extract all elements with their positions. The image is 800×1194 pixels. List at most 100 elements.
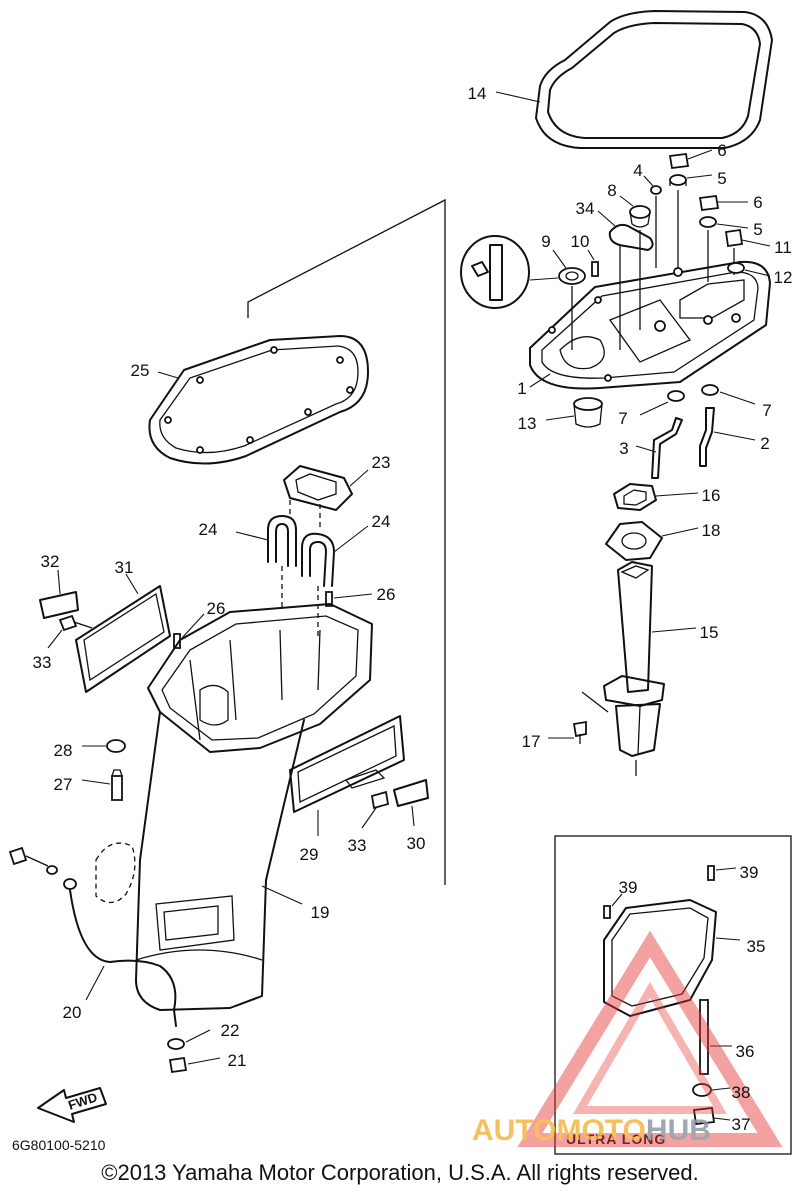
fwd-direction-arrow: FWD xyxy=(37,1087,107,1123)
callout-c39a: 39 xyxy=(740,863,759,882)
assembly-guide-24 xyxy=(281,500,321,640)
part-16-seal xyxy=(613,483,699,511)
part-15-tube xyxy=(581,561,697,776)
ultra-long-inset: ULTRA LONG xyxy=(554,835,792,1155)
part-31-cover-plate xyxy=(75,573,171,693)
callout-c1: 1 xyxy=(517,379,526,398)
callout-c10: 10 xyxy=(571,232,590,251)
part-26-dowel-right xyxy=(325,591,373,607)
callout-c2: 2 xyxy=(760,434,769,453)
callout-c20: 20 xyxy=(63,1003,82,1022)
part-34-bracket xyxy=(597,210,654,350)
part-23-bracket xyxy=(283,465,369,511)
callout-c37: 37 xyxy=(732,1115,751,1134)
callout-c30: 30 xyxy=(407,834,426,853)
inset-frame xyxy=(554,835,792,1155)
callout-c16: 16 xyxy=(702,486,721,505)
part-7-grommet-left xyxy=(639,390,685,416)
inset-label: ULTRA LONG xyxy=(566,1131,666,1147)
part-27-bolt xyxy=(81,769,123,801)
callout-c18: 18 xyxy=(702,521,721,540)
callout-c33b: 33 xyxy=(348,836,367,855)
callout-c33a: 33 xyxy=(33,653,52,672)
callout-c39b: 39 xyxy=(619,878,638,897)
callout-c29: 29 xyxy=(300,845,319,864)
callout-c12: 12 xyxy=(774,268,793,287)
divider-line-upper xyxy=(247,198,446,885)
part-38-washer xyxy=(692,1083,731,1097)
part-18-gasket xyxy=(605,521,699,561)
callout-c13: 13 xyxy=(518,414,537,433)
copyright-notice: ©2013 Yamaha Motor Corporation, U.S.A. A… xyxy=(101,1160,698,1185)
part-33-screw-left xyxy=(47,614,93,649)
part-32-label xyxy=(39,569,79,619)
part-13-grommet xyxy=(545,397,603,428)
part-37-nut xyxy=(692,1107,731,1125)
callout-c21: 21 xyxy=(228,1051,247,1070)
callout-c6a: 6 xyxy=(717,141,726,160)
part-33-screw-right xyxy=(344,769,390,829)
callout-c11: 11 xyxy=(774,238,792,257)
callout-c31: 31 xyxy=(115,558,134,577)
callout-c35: 35 xyxy=(747,937,766,956)
callout-c24a: 24 xyxy=(199,520,218,539)
callout-c23: 23 xyxy=(372,453,391,472)
part-17-bolt xyxy=(548,720,587,744)
callout-c5a: 5 xyxy=(717,169,726,188)
part-14-gasket-ring xyxy=(495,10,773,149)
callout-c17: 17 xyxy=(522,732,541,751)
part-39-pin-left xyxy=(603,893,623,919)
part-22-washer xyxy=(167,1029,211,1050)
callout-c26b: 26 xyxy=(377,585,396,604)
part-6-nut-right xyxy=(698,194,748,212)
callout-c38: 38 xyxy=(732,1083,751,1102)
part-5-washer-upper xyxy=(669,174,713,268)
part-2-rod xyxy=(699,407,756,467)
callout-c4: 4 xyxy=(633,161,642,180)
part-9-seal xyxy=(529,249,586,350)
part-4-pin xyxy=(643,175,662,268)
callout-c6b: 6 xyxy=(753,193,762,212)
callout-c27: 27 xyxy=(54,775,73,794)
callout-c15: 15 xyxy=(700,623,719,642)
part-3-rod xyxy=(635,417,683,479)
part-29-cover-plate xyxy=(289,715,405,836)
part-24-hose-left xyxy=(235,515,297,567)
part-20-ground-lead xyxy=(8,842,177,1027)
callout-c34: 34 xyxy=(576,199,595,218)
diagram-code: 6G80100-5210 xyxy=(12,1137,106,1153)
part-5-washer-right xyxy=(699,216,749,282)
callout-c8: 8 xyxy=(607,181,616,200)
part-10-pin xyxy=(587,249,599,277)
callout-c7b: 7 xyxy=(762,401,771,420)
part-24-hose-right xyxy=(301,525,369,587)
callout-c36: 36 xyxy=(736,1042,755,1061)
part-36-stud-bolt xyxy=(699,999,732,1075)
part-19-upper-casing xyxy=(135,603,373,1011)
part-26-dowel-left xyxy=(173,613,205,649)
callout-c25: 25 xyxy=(131,361,150,380)
watermark-text: AUTOMOTOHUB xyxy=(472,1114,711,1147)
part-8-grommet xyxy=(619,195,651,330)
callout-c26a: 26 xyxy=(207,599,226,618)
callout-c19: 19 xyxy=(311,903,330,922)
watermark-triangle xyxy=(517,930,783,1147)
part-28-washer xyxy=(82,739,126,753)
part-39-pin-right xyxy=(707,865,737,881)
part-21-bolt xyxy=(168,1056,221,1074)
part-35-extension-case xyxy=(603,899,741,1017)
watermark-logo: AUTOMOTOHUB xyxy=(472,930,783,1147)
callout-c32: 32 xyxy=(41,552,60,571)
callout-c5b: 5 xyxy=(753,220,762,239)
callout-c3: 3 xyxy=(619,439,628,458)
part-25-gasket xyxy=(148,335,369,465)
part-1-upper-plate xyxy=(529,260,771,390)
callout-c14: 14 xyxy=(468,84,487,103)
detail-bubble xyxy=(460,235,530,309)
part-6-nut-upper xyxy=(668,149,713,170)
callout-c7a: 7 xyxy=(618,409,627,428)
callout-c9: 9 xyxy=(541,232,550,251)
part-7-grommet-right xyxy=(701,384,756,405)
